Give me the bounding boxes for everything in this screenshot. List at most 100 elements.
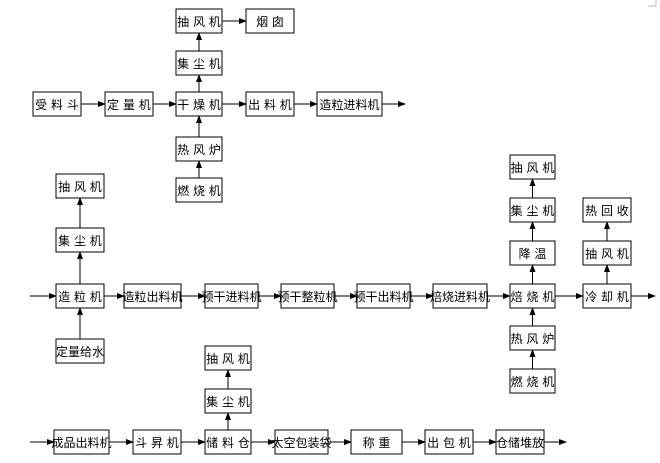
node-label: 出 料 机	[248, 98, 292, 112]
node-label: 抽 风 机	[585, 247, 629, 261]
node-box	[32, 91, 82, 117]
node-jiangwen: 降 温	[509, 240, 556, 266]
node-box	[495, 429, 545, 455]
node-box	[55, 227, 105, 253]
node-label: 抽 风 机	[511, 161, 555, 175]
node-box	[104, 91, 154, 117]
node-label: 热 风 炉	[511, 332, 555, 346]
node-label: 造粒出料机	[122, 289, 182, 304]
node-box	[175, 8, 223, 34]
node-box	[509, 240, 556, 266]
node-zaoli-chuliao: 造粒出料机	[122, 283, 183, 309]
node-box	[509, 283, 556, 309]
node-label: 抽 风 机	[206, 352, 250, 366]
node-label: 抽 风 机	[177, 15, 221, 29]
node-chengpin-chuliao: 成品出料机	[51, 429, 112, 455]
node-label: 焙烧进料机	[430, 289, 490, 304]
node-label: 成品出料机	[51, 436, 111, 450]
node-label: 集 尘 机	[206, 394, 250, 409]
node-box	[432, 283, 488, 309]
node-zaoliji: 造 粒 机	[55, 283, 105, 309]
node-box	[175, 136, 223, 162]
node-box	[175, 177, 223, 203]
flow-nodes: 抽 风 机烟 囱集 尘 机受 料 斗定 量 机干 燥 机出 料 机造粒进料机热 …	[32, 8, 632, 455]
node-label: 干 燥 机	[177, 98, 221, 112]
node-label: 热 风 炉	[177, 143, 221, 157]
node-box	[204, 283, 259, 309]
node-refenglu-b: 热 风 炉	[509, 325, 556, 351]
node-box	[280, 283, 335, 309]
node-label: 出 包 机	[427, 436, 471, 450]
node-jichen-e: 集 尘 机	[204, 388, 252, 414]
node-box	[582, 240, 632, 266]
node-yugan-chuliao: 预干出料机	[353, 283, 414, 309]
node-jichen-c: 集 尘 机	[509, 197, 556, 223]
node-label: 集 尘 机	[177, 56, 221, 71]
node-choufeng-a: 抽 风 机	[175, 8, 223, 34]
node-yancong: 烟 囱	[245, 8, 295, 34]
node-choufeng-d: 抽 风 机	[582, 240, 632, 266]
node-label: 降 温	[519, 247, 547, 261]
node-box	[123, 283, 182, 309]
node-label: 冷 却 机	[585, 290, 629, 304]
node-zaoli-jinliao: 造粒进料机	[316, 91, 383, 117]
node-box	[53, 429, 110, 455]
node-box	[424, 429, 474, 455]
node-ranshao-b: 燃 烧 机	[509, 368, 556, 394]
node-box	[582, 283, 632, 309]
node-yugan-jinliao: 预干进料机	[201, 283, 262, 309]
node-label: 太空包装袋	[271, 435, 331, 450]
node-shouliaodou: 受 料 斗	[32, 91, 82, 117]
node-label: 预干进料机	[201, 290, 261, 304]
node-jichen-b: 集 尘 机	[55, 227, 105, 253]
node-label: 定 量 机	[107, 97, 151, 112]
node-box	[204, 429, 252, 455]
node-box	[55, 283, 105, 309]
node-label: 受 料 斗	[35, 98, 79, 112]
node-dingliang-geishui: 定量给水	[55, 338, 105, 364]
node-box	[245, 91, 295, 117]
node-jichen-a: 集 尘 机	[175, 50, 223, 76]
node-label: 储 料 仓	[206, 435, 250, 450]
node-box	[509, 197, 556, 223]
node-label: 造粒进料机	[319, 97, 379, 112]
node-label: 燃 烧 机	[177, 183, 221, 198]
node-refenglu-a: 热 风 炉	[175, 136, 223, 162]
node-ranshao-a: 燃 烧 机	[175, 177, 223, 203]
node-beishaoji: 焙 烧 机	[509, 283, 556, 309]
node-chengzhong: 称 重	[350, 429, 403, 455]
node-label: 燃 烧 机	[511, 374, 555, 389]
node-rehuishou: 热 回 收	[582, 197, 632, 223]
node-label: 集 尘 机	[58, 233, 102, 248]
node-label: 集 尘 机	[511, 203, 555, 218]
node-label: 定量给水	[56, 344, 104, 359]
node-label: 热 回 收	[585, 204, 629, 218]
node-box	[55, 338, 105, 364]
node-label: 仓储堆放	[496, 435, 544, 450]
node-box	[509, 325, 556, 351]
node-box	[350, 429, 403, 455]
node-chubaoji: 出 包 机	[424, 429, 474, 455]
node-cangchu: 仓储堆放	[495, 429, 545, 455]
node-box	[582, 197, 632, 223]
corner-mark	[648, 0, 657, 7]
node-box	[274, 429, 329, 455]
node-box	[316, 91, 383, 117]
node-taikong: 太空包装袋	[271, 429, 332, 455]
node-box	[204, 388, 252, 414]
node-box	[175, 50, 223, 76]
node-box	[356, 283, 411, 309]
node-yugan-zhengli: 预干整粒机	[277, 283, 338, 309]
node-choufeng-e: 抽 风 机	[204, 345, 252, 371]
node-label: 预干出料机	[353, 290, 413, 304]
node-doushengji: 斗 昇 机	[132, 429, 182, 455]
node-box	[55, 173, 105, 199]
node-box	[175, 91, 223, 117]
node-chuliaocang: 储 料 仓	[204, 429, 252, 455]
node-label: 焙 烧 机	[511, 289, 555, 304]
node-label: 称 重	[363, 436, 391, 450]
node-box	[245, 8, 295, 34]
node-label: 斗 昇 机	[135, 436, 179, 450]
node-label: 抽 风 机	[58, 180, 102, 194]
